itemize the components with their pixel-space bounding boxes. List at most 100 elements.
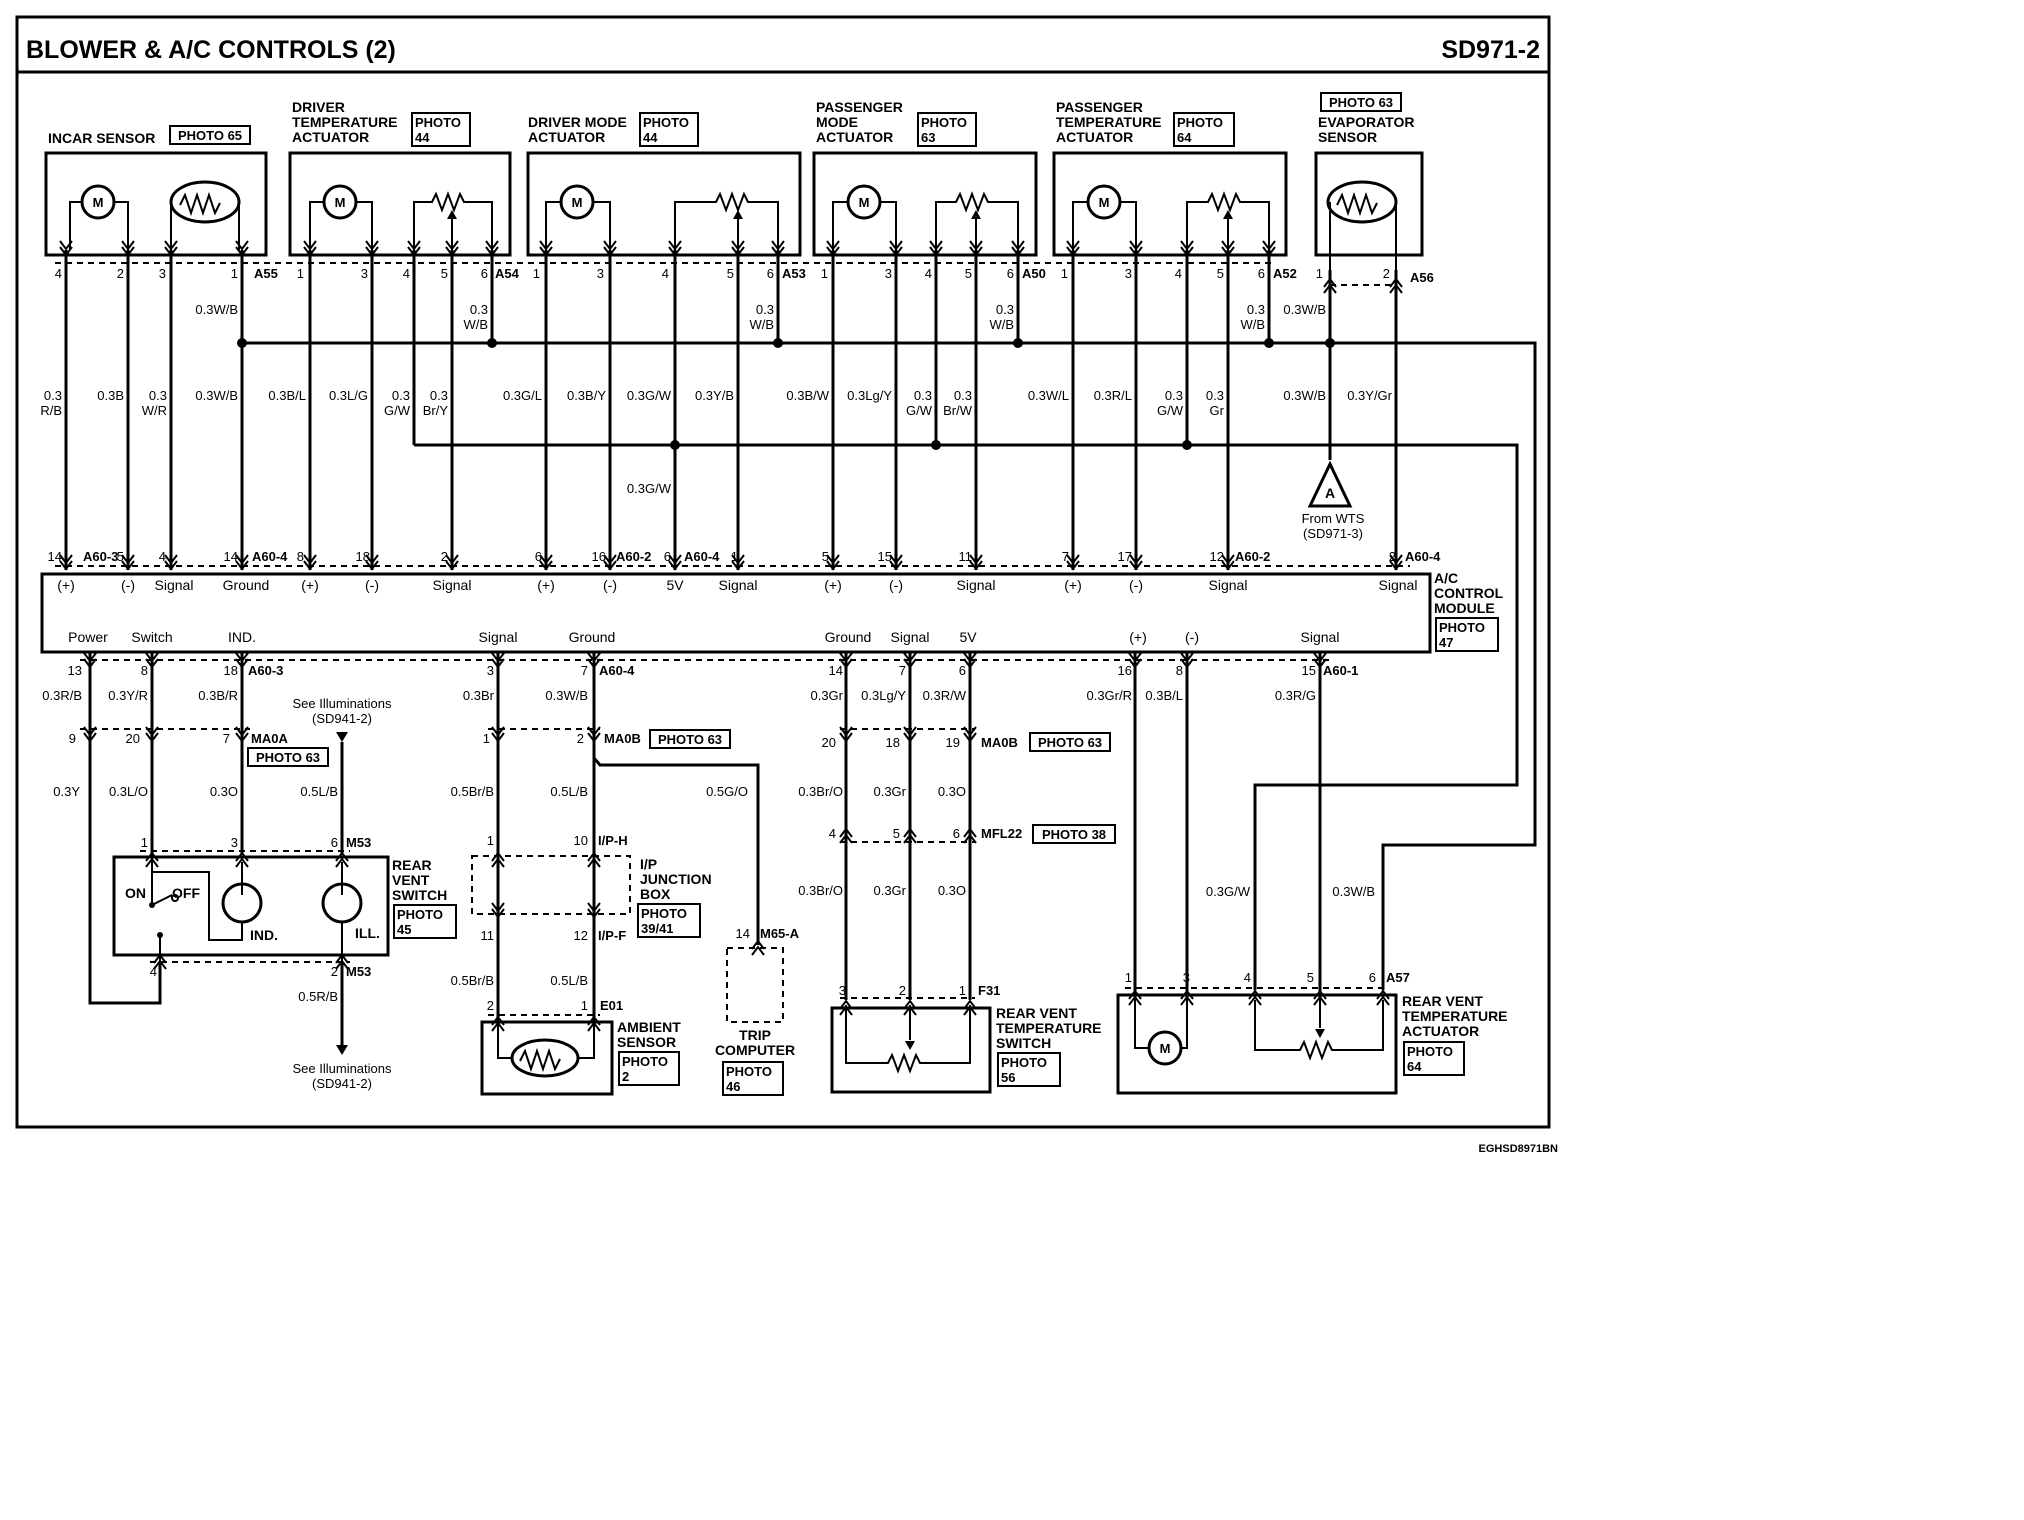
incar-sensor: INCAR SENSOR PHOTO 65 M <box>44 125 268 257</box>
trip-label-1: TRIP <box>739 1027 771 1043</box>
pin-number: 14 <box>224 549 238 564</box>
diagram-code: SD971-2 <box>1441 36 1540 64</box>
pin-number: 15 <box>1302 663 1316 678</box>
diagram-frame <box>15 15 1551 1129</box>
connector-a53: A53 <box>782 266 806 281</box>
connector-chevron-icon <box>1389 554 1403 571</box>
connector-chevron-icon <box>59 240 73 257</box>
svg-text:W/B: W/B <box>749 317 774 332</box>
pin-number: 20 <box>822 735 836 750</box>
driver-mode-actuator: DRIVER MODE ACTUATOR PHOTO 44 M <box>526 112 802 257</box>
mfl22-photo-label: PHOTO 38 <box>1042 827 1106 842</box>
ipj-photo-2: 39/41 <box>641 921 674 936</box>
rvta-photo-2: 64 <box>1407 1059 1422 1074</box>
pin-number: 7 <box>1062 549 1069 564</box>
evaporator-sensor: PHOTO 63 EVAPORATOR SENSOR <box>1314 92 1424 270</box>
svg-text:R/B: R/B <box>40 403 62 418</box>
driver-temp-actuator: DRIVER TEMPERATURE ACTUATOR PHOTO 44 M <box>288 99 512 257</box>
arrow-down-icon <box>336 1045 348 1055</box>
ma0a-photo-label: PHOTO 63 <box>256 750 320 765</box>
svg-text:0.3: 0.3 <box>470 302 488 317</box>
pin-number: 3 <box>885 266 892 281</box>
connector-chevron-icon <box>365 554 379 571</box>
pin-number: 1 <box>1125 970 1132 985</box>
passenger-mode-actuator: PASSENGER MODE ACTUATOR PHOTO 63 M <box>812 99 1038 257</box>
ipj-label-1: I/P <box>640 856 657 872</box>
connector-chevron-icon <box>1323 277 1337 294</box>
acm-terminal-label: (+) <box>301 577 319 593</box>
connector-chevron-icon <box>731 240 745 257</box>
svg-text:0.3: 0.3 <box>1206 388 1224 403</box>
rvta-label-3: ACTUATOR <box>1402 1023 1479 1039</box>
acm-terminal-label: IND. <box>228 629 256 645</box>
connector-chevron-icon <box>235 554 249 571</box>
pin-number: 5 <box>965 266 972 281</box>
acm-terminal-label: 5V <box>666 577 684 593</box>
acm-terminal-label: (-) <box>1185 629 1199 645</box>
incar-wires <box>64 250 244 570</box>
acm-terminal-label: (+) <box>1129 629 1147 645</box>
acm-terminal-label: Ground <box>569 629 616 645</box>
dta-pot <box>413 191 493 250</box>
acm-terminal-label: (+) <box>824 577 842 593</box>
wts-letter: A <box>1325 485 1335 501</box>
connector-chevron-icon <box>1129 240 1143 257</box>
pin-number: 1 <box>141 835 148 850</box>
pma-photo-1: PHOTO <box>921 115 967 130</box>
acm-terminal-label: (-) <box>603 577 617 593</box>
acm-box <box>40 572 1432 654</box>
wts-note-1: From WTS <box>1302 511 1365 526</box>
svg-text:0.3Y/B: 0.3Y/B <box>695 388 734 403</box>
pin-number: 6 <box>535 549 542 564</box>
pin-number: 3 <box>597 266 604 281</box>
pin-number: 1 <box>533 266 540 281</box>
wire-label: 0.5Br/B <box>451 973 494 988</box>
svg-text:0.3G/W: 0.3G/W <box>627 388 672 403</box>
svg-text:0.3: 0.3 <box>44 388 62 403</box>
connector-chevron-icon <box>1066 554 1080 571</box>
acm-photo-box <box>1435 617 1499 652</box>
connector-chevron-icon <box>969 240 983 257</box>
pta-wiper-arrow <box>1223 210 1233 219</box>
acm-terminal-label: (+) <box>537 577 555 593</box>
pma-pot <box>935 191 1019 250</box>
amb-label-2: SENSOR <box>617 1034 676 1050</box>
connector-chevron-icon <box>83 652 97 669</box>
pta-photo-box <box>1173 112 1235 147</box>
connector-a60-4-mid: A60-4 <box>684 549 720 564</box>
connector-chevron-icon <box>1011 240 1025 257</box>
wire-label: 0.5L/B <box>300 784 338 799</box>
connector-a50: A50 <box>1022 266 1046 281</box>
trip-label-2: COMPUTER <box>715 1042 795 1058</box>
motor-icon-label: M <box>572 195 583 210</box>
connector-chevron-icon <box>668 554 682 571</box>
pma-wires <box>831 250 1020 570</box>
thermistor-icon <box>510 1038 580 1078</box>
ground-bus-wire <box>242 341 1537 990</box>
pin-number: 4 <box>925 266 932 281</box>
svg-text:G/W: G/W <box>384 403 411 418</box>
rvta-box <box>1116 993 1398 1095</box>
incar-sensor-label: INCAR SENSOR <box>48 130 155 146</box>
connector-a60-2-top: A60-2 <box>616 549 651 564</box>
connector-chevron-icon <box>668 240 682 257</box>
pin-number: 1 <box>487 833 494 848</box>
pma-wiper-arrow <box>971 210 981 219</box>
wts-reference-triangle <box>1307 460 1353 508</box>
wire-label: 0.5R/B <box>298 989 338 1004</box>
evap-label-2: SENSOR <box>1318 129 1377 145</box>
rvs-label-2: VENT <box>392 872 430 888</box>
dma-box <box>526 151 802 257</box>
wire-label: 0.3Gr <box>810 688 843 703</box>
connector-a60-2-right: A60-2 <box>1235 549 1270 564</box>
svg-text:0.3: 0.3 <box>954 388 972 403</box>
ma0b-photo-box-left <box>649 729 731 749</box>
pin-number: 16 <box>1118 663 1132 678</box>
connector-chevron-icon <box>303 240 317 257</box>
wire-label: 0.3W/B <box>545 688 588 703</box>
connector-a57: A57 <box>1386 970 1410 985</box>
svg-text:0.3: 0.3 <box>914 388 932 403</box>
acm-label-2: CONTROL <box>1434 585 1504 601</box>
rvts-label-3: SWITCH <box>996 1035 1051 1051</box>
connector-chevron-icon <box>826 554 840 571</box>
